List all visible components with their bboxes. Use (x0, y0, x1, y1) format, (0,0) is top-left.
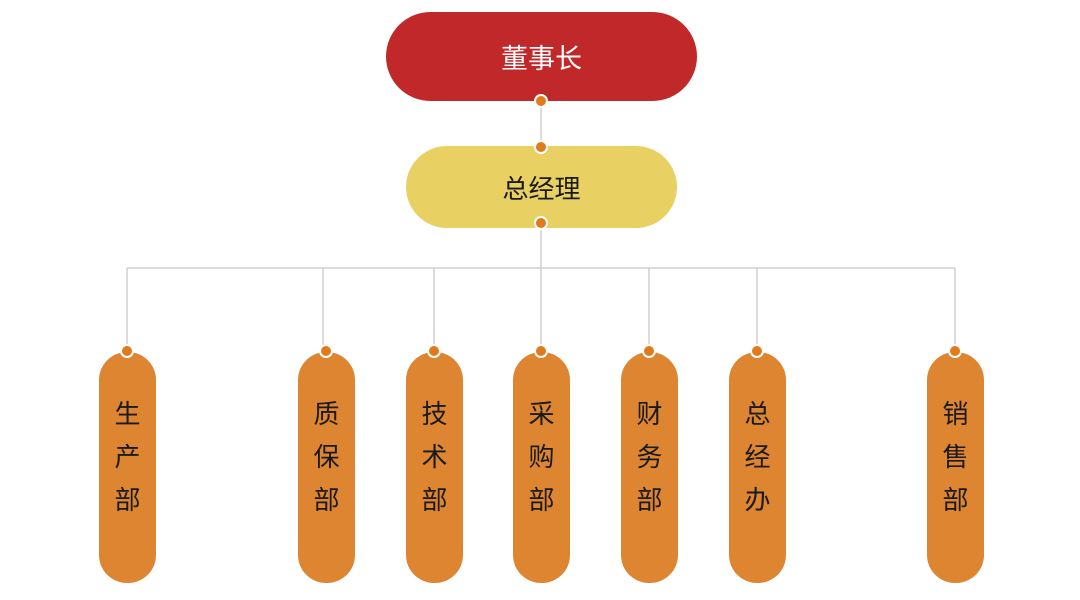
dept-node-finance: 财务部 (621, 352, 678, 583)
connector-dot (534, 94, 548, 108)
dept-label: 总经办 (744, 400, 771, 516)
chairman-label: 董事长 (501, 44, 582, 75)
dept-node-technology: 技术部 (406, 352, 463, 583)
dept-label: 销售部 (942, 400, 969, 516)
dept-node-sales: 销售部 (927, 352, 984, 583)
chairman-node: 董事长 (386, 12, 697, 101)
dept-label: 财务部 (636, 400, 663, 516)
dept-node-quality: 质保部 (298, 352, 355, 583)
connector-dot (948, 344, 962, 358)
dept-node-purchasing: 采购部 (513, 352, 570, 583)
connector-dot (319, 344, 333, 358)
connector-dot (534, 216, 548, 230)
dept-label: 质保部 (313, 400, 340, 516)
dept-label: 技术部 (421, 400, 448, 516)
dept-label: 采购部 (528, 400, 555, 516)
general-manager-node: 总经理 (406, 146, 677, 228)
connector-dot (750, 344, 764, 358)
dept-node-production: 生产部 (99, 352, 156, 583)
general-manager-label: 总经理 (502, 174, 581, 205)
connector-dot (534, 140, 548, 154)
connector-dot (642, 344, 656, 358)
connector-dot (120, 344, 134, 358)
dept-label: 生产部 (114, 400, 141, 516)
dept-node-gm-office: 总经办 (729, 352, 786, 583)
connector-dot (427, 344, 441, 358)
connector-dot (534, 344, 548, 358)
